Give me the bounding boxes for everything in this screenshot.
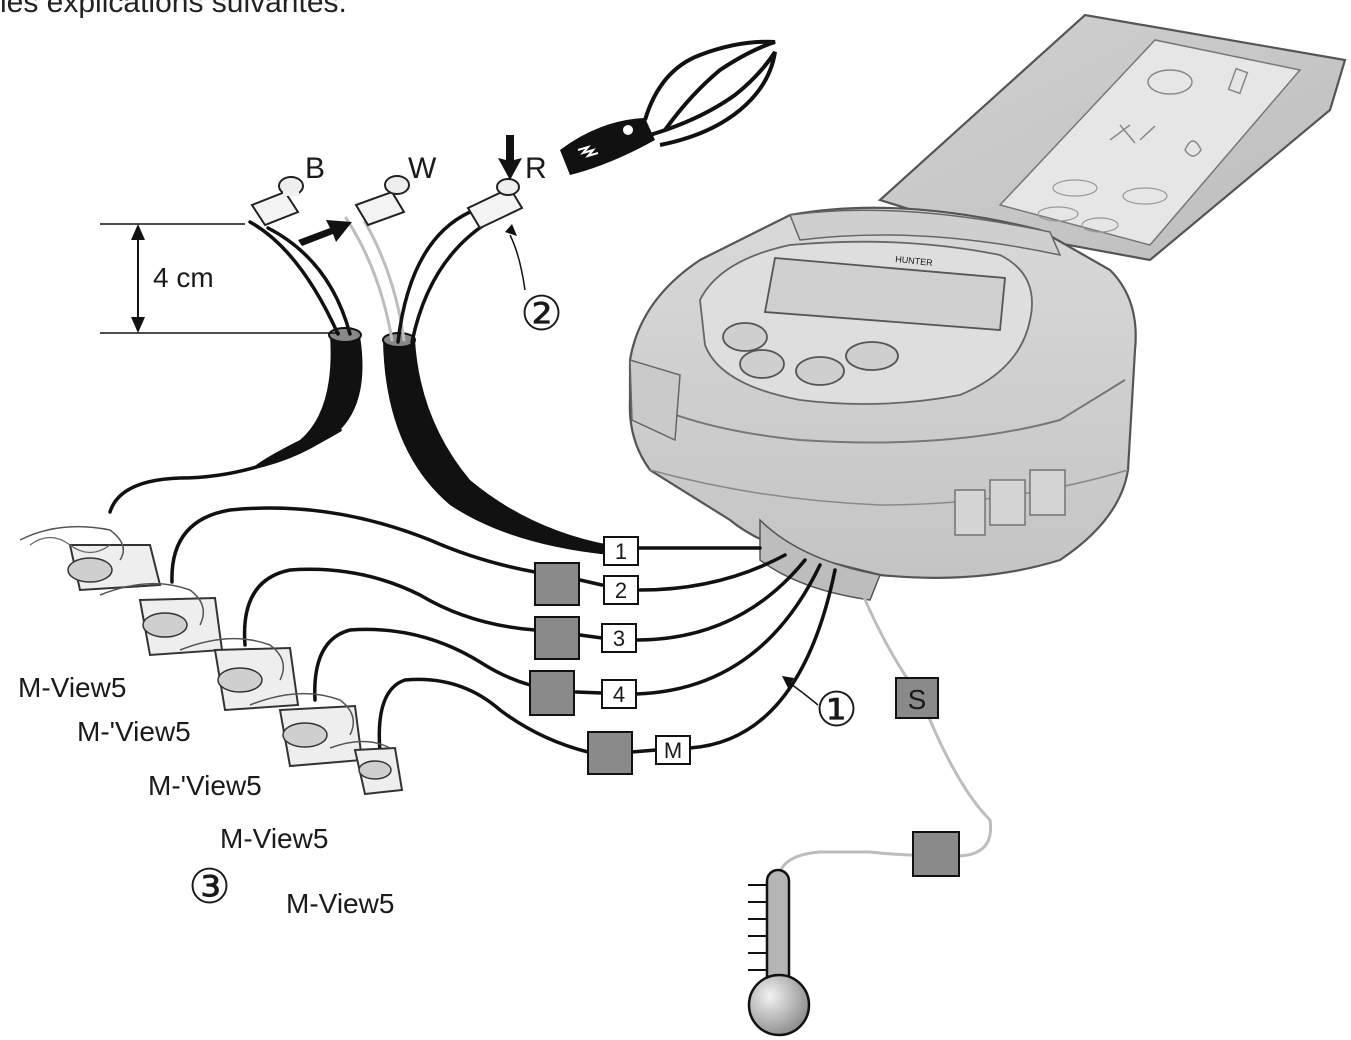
controller-button-1[interactable] <box>722 322 768 352</box>
wire-station-4 <box>313 563 822 702</box>
tag-station-2: 2 <box>603 575 639 605</box>
connector-b <box>250 176 304 227</box>
valve-label-5: M-View5 <box>286 888 394 919</box>
wire-station-m <box>377 568 837 754</box>
splice-connector-2 <box>534 562 580 606</box>
dimension-label: 4 cm <box>153 262 214 293</box>
tag-station-3-text: 3 <box>613 626 625 651</box>
splice-connector-m <box>587 731 633 775</box>
controller-button-2[interactable] <box>739 349 785 379</box>
lid-battery-icon <box>1227 67 1249 95</box>
controller-button-4[interactable] <box>845 341 899 371</box>
callout-2: ② <box>520 288 563 341</box>
wire-sensor <box>776 573 993 882</box>
tag-sensor: S <box>895 677 939 719</box>
intro-text: les explications suivantes. <box>0 0 347 19</box>
wire-station-2 <box>170 506 787 592</box>
wire-r-1 <box>396 210 472 344</box>
wire-station-1 <box>468 483 762 550</box>
dimension-marker <box>100 223 340 334</box>
controller-lcd-screen <box>763 257 1006 331</box>
valve-2 <box>99 582 224 657</box>
press-arrow-icon <box>498 135 522 180</box>
lid-drop-icon <box>1184 140 1202 157</box>
splice-connector-4 <box>529 670 575 716</box>
valve-4 <box>249 692 364 768</box>
push-arrow-icon <box>298 220 352 246</box>
thermometer-icon <box>747 868 811 1037</box>
wire-common <box>108 428 342 514</box>
valve-3 <box>179 637 300 712</box>
tag-station-4: 4 <box>601 679 637 709</box>
pliers-icon <box>560 39 777 175</box>
tag-station-3: 3 <box>601 623 637 653</box>
valve-label-3: M-'View5 <box>148 770 262 801</box>
connector-r <box>466 178 524 230</box>
callout-3: ③ <box>188 861 231 914</box>
wire-b-2 <box>266 226 352 336</box>
tag-station-m: M <box>655 735 691 765</box>
wire-w-1 <box>344 216 394 342</box>
controller-button-3[interactable] <box>795 356 845 386</box>
lid-dial-icon <box>1147 69 1193 95</box>
valve-1 <box>19 525 162 592</box>
tag-station-2-text: 2 <box>615 578 627 603</box>
wire-r-2 <box>410 216 497 344</box>
callout-1: ① <box>815 684 858 737</box>
connector-w <box>354 175 410 227</box>
cable-sheath-right <box>383 335 610 555</box>
lid-tools-icon <box>1109 124 1156 144</box>
label-w: W <box>408 152 437 185</box>
tag-station-4-text: 4 <box>613 682 625 707</box>
valve-label-1: M-View5 <box>18 672 126 703</box>
cable-sheath-left <box>250 332 363 470</box>
tag-station-m-text: M <box>664 738 682 763</box>
valve-5 <box>329 740 404 796</box>
tag-sensor-text: S <box>908 684 927 715</box>
tag-station-1-text: 1 <box>615 539 627 564</box>
wire-b-1 <box>248 220 340 336</box>
callout-2-leader <box>509 234 526 291</box>
label-b: B <box>305 152 325 185</box>
splice-connector-sensor <box>912 831 960 877</box>
valve-label-4: M-View5 <box>220 823 328 854</box>
label-r: R <box>525 152 547 185</box>
controller-device: HUNTER <box>628 13 1347 601</box>
tag-station-1: 1 <box>603 536 639 566</box>
valve-label-2: M-'View5 <box>77 716 191 747</box>
splice-connector-3 <box>534 616 580 660</box>
wire-w-2 <box>363 220 406 342</box>
controller-brand: HUNTER <box>895 254 934 268</box>
wire-station-3 <box>242 558 807 647</box>
